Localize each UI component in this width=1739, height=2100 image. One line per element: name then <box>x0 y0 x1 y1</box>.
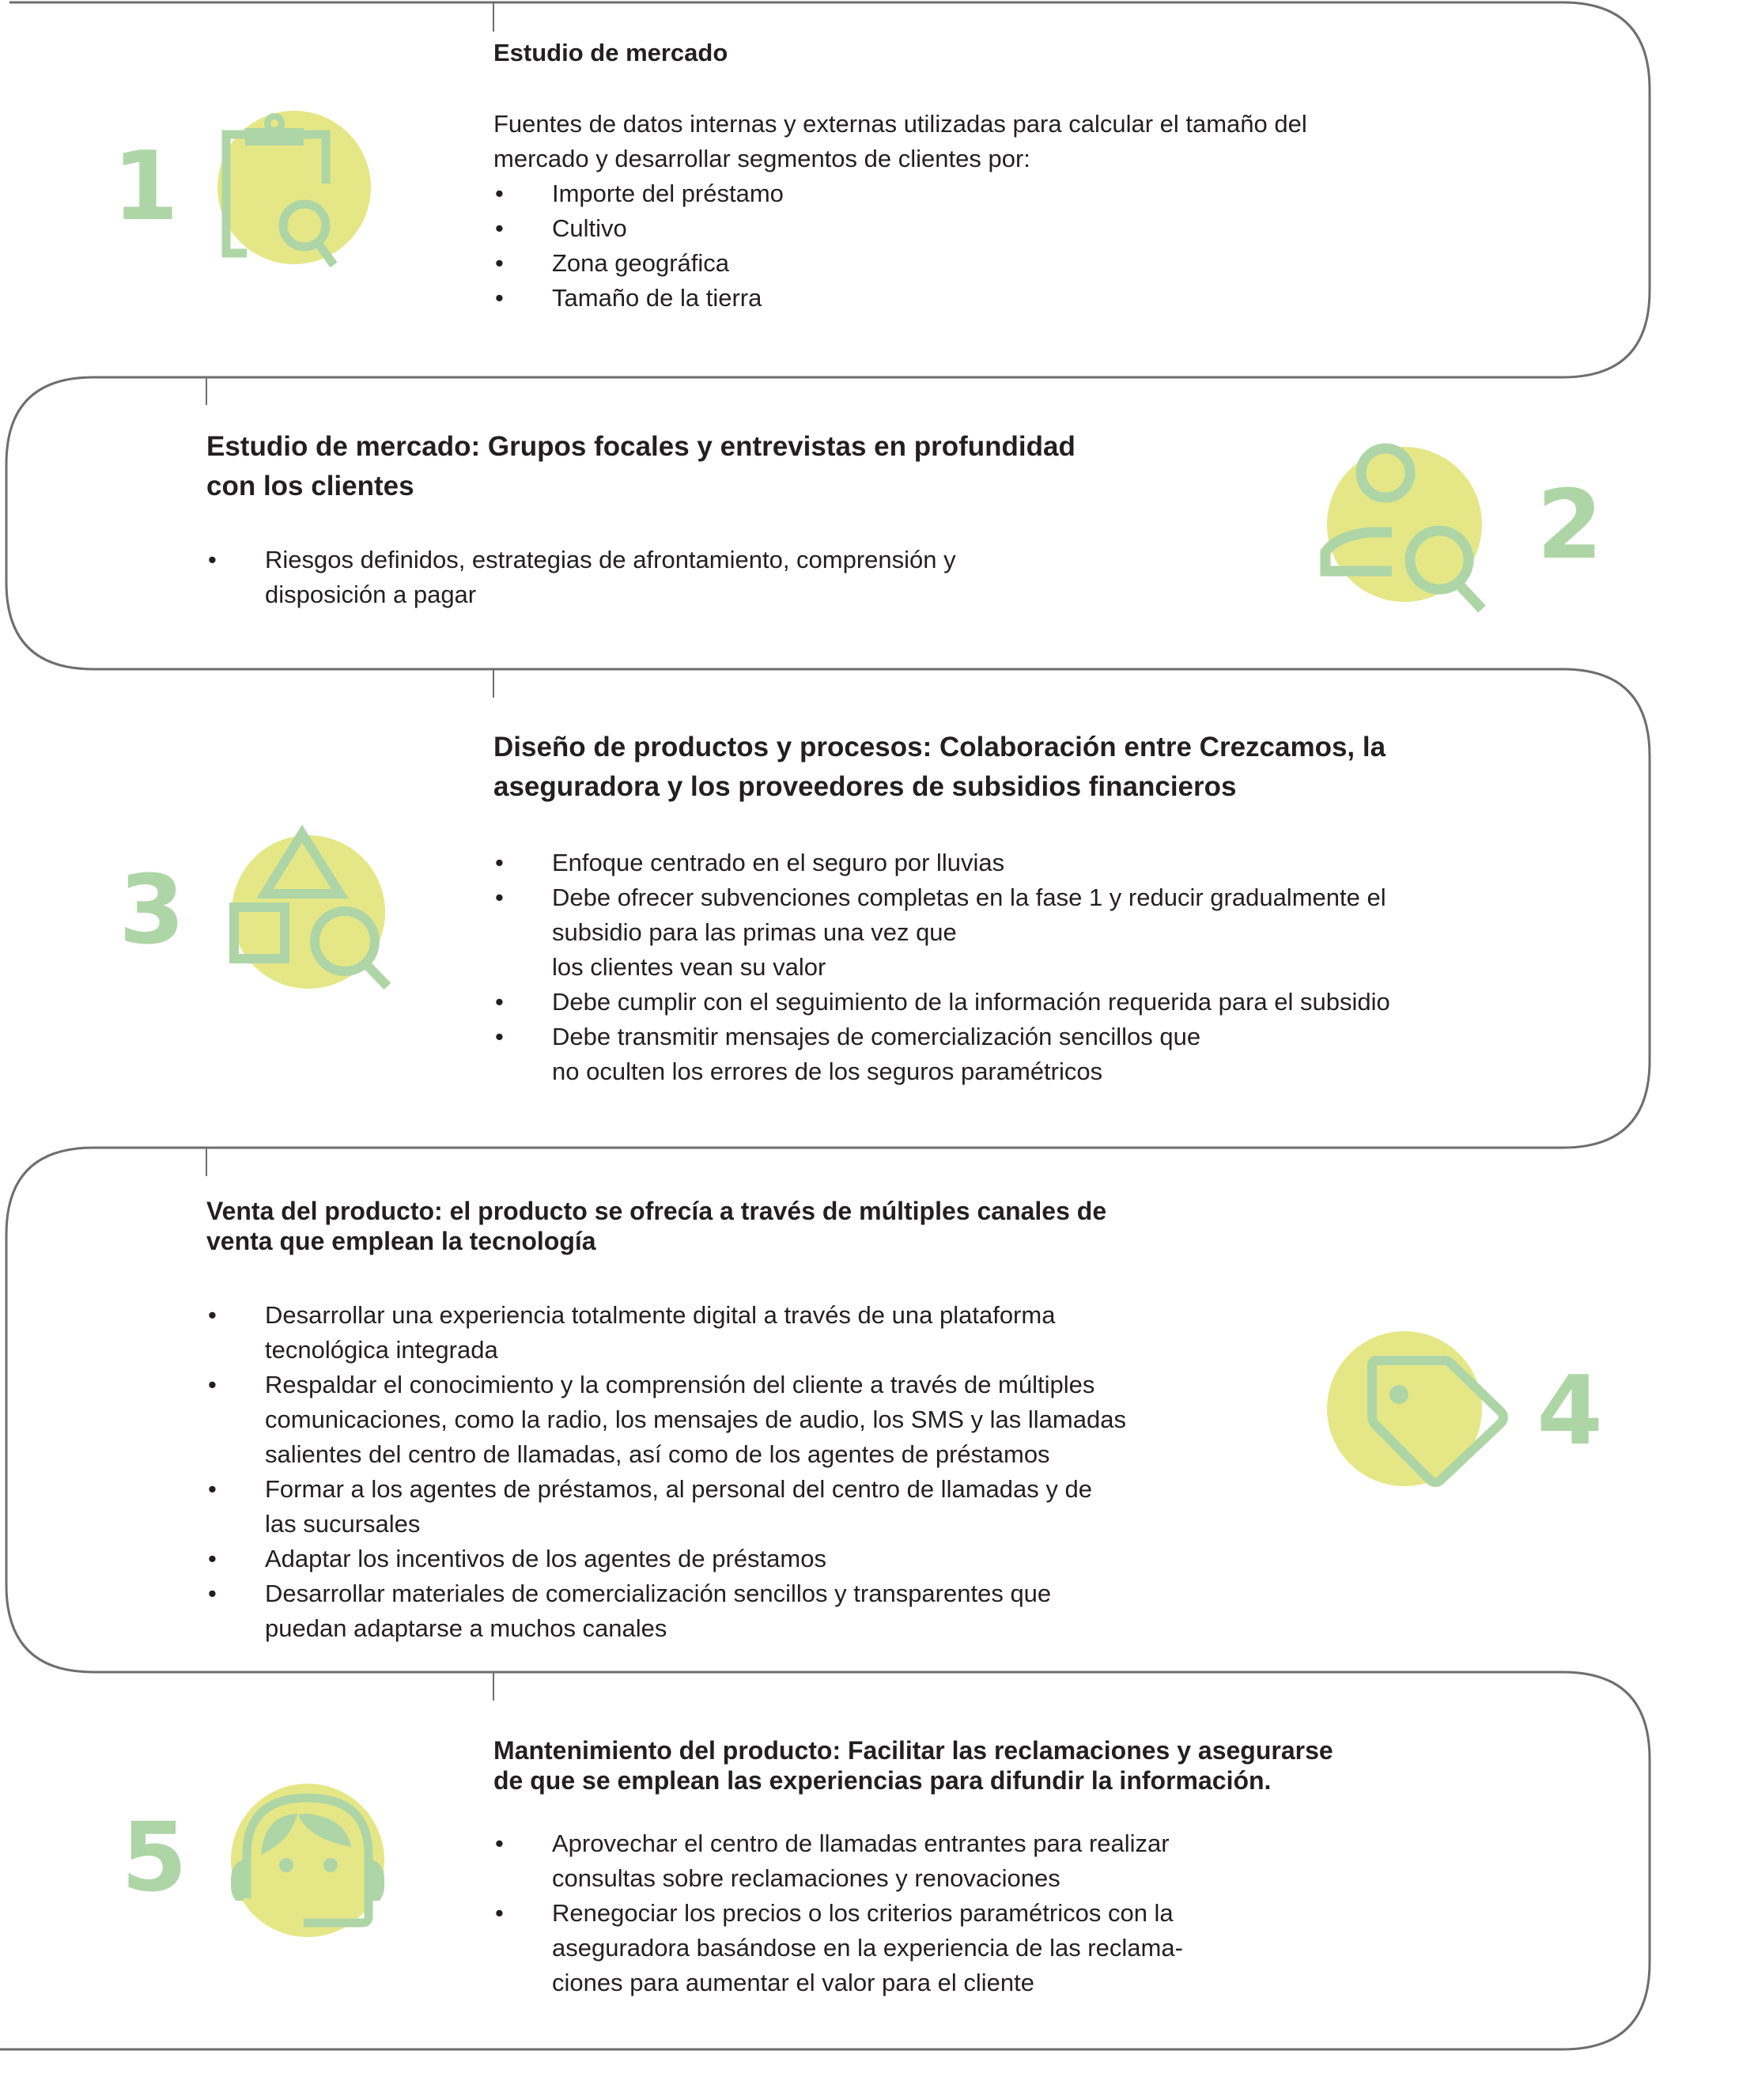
bullet-icon: • <box>208 1475 217 1503</box>
list-item: • Respaldar el conocimiento y la compren… <box>206 1368 1126 1472</box>
item-text: Tamaño de la tierra <box>552 284 762 312</box>
bullet-icon: • <box>208 1371 217 1398</box>
item-text: salientes del centro de llamadas, así co… <box>265 1440 1050 1468</box>
title-line: de que se emplean las experiencias para … <box>493 1766 1272 1795</box>
shapes-search-icon <box>229 824 391 990</box>
item-text: puedan adaptarse a muchos canales <box>265 1614 667 1642</box>
item-text: no oculten los errores de los seguros pa… <box>552 1058 1103 1085</box>
list-item: • Aprovechar el centro de llamadas entra… <box>493 1826 1183 1896</box>
bullet-icon: • <box>495 1899 504 1927</box>
item-text: consultas sobre reclamaciones y renovaci… <box>552 1864 1060 1892</box>
item-text: Debe transmitir mensajes de comercializa… <box>552 1023 1201 1050</box>
bullet-icon: • <box>495 1829 504 1857</box>
list-item: • Desarrollar una experiencia totalmente… <box>206 1298 1126 1368</box>
item-text: Importe del préstamo <box>552 180 784 207</box>
bullet-icon: • <box>208 1580 217 1607</box>
bullet-icon: • <box>495 249 504 277</box>
item-text: subsidio para las primas una vez que <box>552 918 957 946</box>
list-item: • Debe cumplir con el seguimiento de la … <box>493 985 1390 1020</box>
title-line: aseguradora y los proveedores de subsidi… <box>493 771 1237 802</box>
item-text: Formar a los agentes de préstamos, al pe… <box>265 1475 1092 1503</box>
item-text: Cultivo <box>552 214 627 242</box>
headset-agent-icon <box>231 1784 384 1937</box>
title-line: con los clientes <box>206 471 414 501</box>
item-text: Debe ofrecer subvenciones completas en l… <box>552 884 1386 911</box>
item-text: comunicaciones, como la radio, los mensa… <box>265 1406 1126 1433</box>
intro-line: mercado y desarrollar segmentos de clien… <box>493 145 1030 172</box>
bullet-icon: • <box>495 180 504 207</box>
title-line: Diseño de productos y procesos: Colabora… <box>493 732 1386 762</box>
step-1: 1 Estudio de mercado Fuentes de datos in… <box>0 0 1739 377</box>
step-title: Diseño de productos y procesos: Colabora… <box>493 728 1386 807</box>
bullet-icon: • <box>208 1545 217 1572</box>
title-line: Venta del producto: el producto se ofrec… <box>206 1197 1107 1225</box>
step-2: Estudio de mercado: Grupos focales y ent… <box>0 0 1739 669</box>
item-text: Renegociar los precios o los criterios p… <box>552 1899 1174 1927</box>
item-text: tecnológica integrada <box>265 1336 498 1364</box>
title-line: Mantenimiento del producto: Facilitar la… <box>493 1736 1333 1765</box>
step-number: 4 <box>1537 1356 1603 1466</box>
list-item: • Adaptar los incentivos de los agentes … <box>206 1542 1126 1576</box>
item-text: Desarrollar una experiencia totalmente d… <box>265 1301 1056 1329</box>
list-item: • Riesgos definidos, estrategias de afro… <box>206 543 956 612</box>
step-number: 1 <box>112 132 179 242</box>
item-text: Adaptar los incentivos de los agentes de… <box>265 1545 826 1572</box>
bullet-icon: • <box>495 284 504 312</box>
step-title: Estudio de mercado <box>493 39 728 66</box>
list-item: • Renegociar los precios o los criterios… <box>493 1896 1183 2000</box>
list-item: • Formar a los agentes de préstamos, al … <box>206 1472 1126 1542</box>
list-item: • Debe transmitir mensajes de comerciali… <box>493 1020 1390 1089</box>
bullet-list: • Enfoque centrado en el seguro por lluv… <box>493 846 1390 1089</box>
list-item: • Cultivo <box>493 211 784 246</box>
step-5: 5 Mantenimiento del producto: Facilitar … <box>121 1735 1333 2000</box>
step-title: Mantenimiento del producto: Facilitar la… <box>493 1735 1333 1795</box>
item-text: los clientes vean su valor <box>552 953 826 981</box>
step-3: 3 Diseño de productos y procesos: Colabo… <box>119 728 1390 1089</box>
step-number: 5 <box>121 1803 187 1913</box>
step-4: Venta del producto: el producto se ofrec… <box>206 1196 1603 1646</box>
step-title: Estudio de mercado: Grupos focales y ent… <box>206 427 1076 506</box>
list-item: • Desarrollar materiales de comercializa… <box>206 1576 1126 1646</box>
price-tag-icon <box>1327 1331 1508 1487</box>
bullet-icon: • <box>495 1023 504 1050</box>
item-text: ciones para aumentar el valor para el cl… <box>552 1969 1035 1996</box>
item-text: Enfoque centrado en el seguro por lluvia… <box>552 849 1005 876</box>
bullet-icon: • <box>495 214 504 242</box>
clipboard-search-icon <box>217 111 371 268</box>
item-text: Aprovechar el centro de llamadas entrant… <box>552 1829 1170 1857</box>
item-text: disposición a pagar <box>265 581 477 608</box>
list-item: • Importe del préstamo <box>493 176 784 211</box>
step-intro: Fuentes de datos internas y externas uti… <box>493 107 1307 176</box>
list-item: • Tamaño de la tierra <box>493 281 784 316</box>
list-item: • Enfoque centrado en el seguro por lluv… <box>493 846 1390 880</box>
intro-line: Fuentes de datos internas y externas uti… <box>493 110 1307 138</box>
bullet-icon: • <box>208 1301 217 1329</box>
step-number: 3 <box>119 856 185 966</box>
step-title: Venta del producto: el producto se ofrec… <box>206 1196 1106 1256</box>
list-item: • Zona geográfica <box>493 246 784 281</box>
bullet-icon: • <box>208 546 217 573</box>
item-text: aseguradora basándose en la experiencia … <box>552 1934 1183 1962</box>
title-line: Estudio de mercado: Grupos focales y ent… <box>206 431 1076 462</box>
item-text: Desarrollar materiales de comercializaci… <box>265 1580 1052 1607</box>
item-text: Riesgos definidos, estrategias de afront… <box>265 546 956 573</box>
bullet-list: • Desarrollar una experiencia totalmente… <box>206 1298 1126 1646</box>
item-text: Respaldar el conocimiento y la comprensi… <box>265 1371 1095 1398</box>
step-number: 2 <box>1537 471 1603 581</box>
bullet-icon: • <box>495 988 504 1016</box>
list-item: • Debe ofrecer subvenciones completas en… <box>493 880 1390 985</box>
bullet-list: • Aprovechar el centro de llamadas entra… <box>493 1826 1183 2000</box>
bullet-list: • Riesgos definidos, estrategias de afro… <box>206 543 956 612</box>
bullet-icon: • <box>495 884 504 911</box>
item-text: Debe cumplir con el seguimiento de la in… <box>552 988 1390 1016</box>
bullet-list: • Importe del préstamo • Cultivo • Zona geo… <box>493 176 784 316</box>
bullet-icon: • <box>495 849 504 876</box>
user-search-icon <box>1320 443 1486 613</box>
item-text: Zona geográfica <box>552 249 730 277</box>
item-text: las sucursales <box>265 1510 421 1538</box>
title-line: venta que emplean la tecnología <box>206 1227 596 1255</box>
